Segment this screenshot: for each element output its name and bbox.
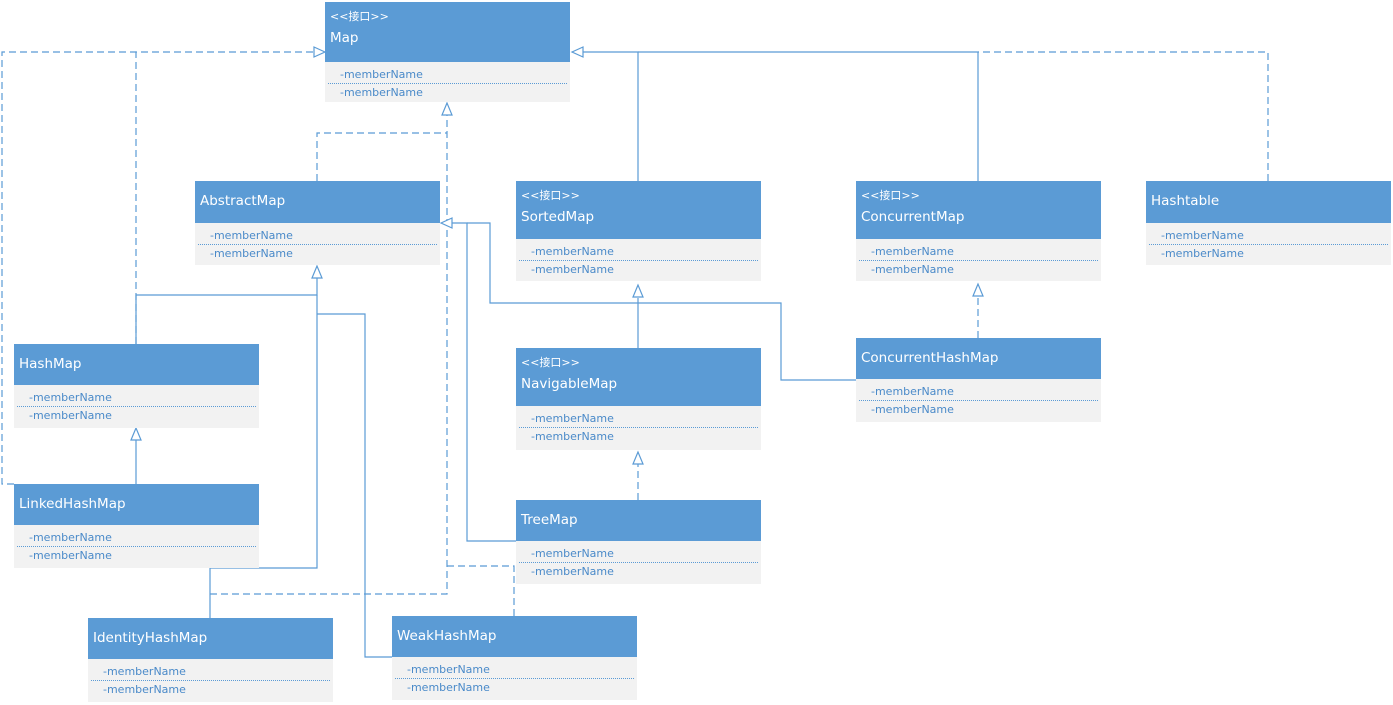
- class-sortedmap[interactable]: <<接口>> SortedMap -memberName -memberName: [516, 181, 761, 281]
- class-name: Hashtable: [1151, 193, 1220, 209]
- class-navigablemap[interactable]: <<接口>> NavigableMap -memberName -memberN…: [516, 348, 761, 450]
- edge-identityhashmap-to-map: [210, 115, 448, 595]
- class-name: WeakHashMap: [397, 628, 497, 644]
- arrowhead-map-left: [313, 46, 327, 58]
- member-field: -memberName: [531, 263, 614, 276]
- class-header: WeakHashMap: [392, 616, 637, 657]
- edge-hashtable-to-map: [978, 51, 1269, 181]
- member-field: -memberName: [519, 243, 758, 261]
- class-header: IdentityHashMap: [88, 618, 333, 659]
- class-header: Hashtable: [1146, 181, 1391, 223]
- class-name: NavigableMap: [521, 376, 618, 392]
- member-field: -memberName: [871, 403, 954, 416]
- member-field: -memberName: [210, 247, 293, 260]
- class-members: -memberName -memberName: [516, 239, 761, 281]
- class-name: HashMap: [19, 356, 82, 372]
- arrowhead-sortedmap-bottom: [632, 283, 644, 298]
- edge-linkedhashmap-to-map: [1, 51, 136, 485]
- class-header: <<接口>> SortedMap: [516, 181, 761, 239]
- edge-weakhashmap-to-abstractmap: [317, 313, 392, 658]
- member-field: -memberName: [519, 410, 758, 428]
- class-members: -memberName -memberName: [88, 659, 333, 702]
- member-field: -memberName: [859, 243, 1098, 261]
- edge-concurrenthashmap-to-abstractmap: [467, 222, 856, 381]
- stereotype-label: <<接口>>: [521, 189, 580, 202]
- arrowhead-concurrentmap-bottom: [972, 282, 984, 297]
- class-name: AbstractMap: [200, 193, 286, 209]
- arrowhead-navigablemap-bottom: [632, 450, 644, 465]
- member-field: -memberName: [17, 529, 256, 547]
- class-header: <<接口>> NavigableMap: [516, 348, 761, 406]
- class-identityhashmap[interactable]: IdentityHashMap -memberName -memberName: [88, 618, 333, 702]
- edge-identityhashmap-to-abstractmap: [209, 295, 318, 618]
- edge-weakhashmap-to-map: [447, 565, 515, 616]
- edge-concurrentmap-to-map: [638, 51, 979, 181]
- class-name: Map: [330, 30, 359, 46]
- arrowhead-abstractmap-right: [439, 217, 453, 229]
- member-field: -memberName: [328, 66, 567, 84]
- member-field: -memberName: [531, 430, 614, 443]
- class-members: -memberName -memberName: [516, 541, 761, 584]
- member-field: -memberName: [17, 389, 256, 407]
- class-header: HashMap: [14, 344, 259, 385]
- arrowhead-hashmap-bottom: [130, 426, 142, 441]
- member-field: -memberName: [519, 545, 758, 563]
- member-field: -memberName: [29, 409, 112, 422]
- member-field: -memberName: [859, 383, 1098, 401]
- member-field: -memberName: [340, 86, 423, 99]
- edge-abstractmap-to-map: [316, 132, 447, 181]
- class-header: LinkedHashMap: [14, 484, 259, 525]
- edge-sortedmap-to-map: [572, 51, 639, 181]
- class-abstractmap[interactable]: AbstractMap -memberName -memberName: [195, 181, 440, 265]
- member-field: -memberName: [198, 227, 437, 245]
- class-header: <<接口>> Map: [325, 2, 570, 62]
- class-members: -memberName -memberName: [856, 239, 1101, 281]
- stereotype-label: <<接口>>: [861, 189, 920, 202]
- class-linkedhashmap[interactable]: LinkedHashMap -memberName -memberName: [14, 484, 259, 568]
- member-field: -memberName: [1149, 227, 1388, 245]
- class-header: <<接口>> ConcurrentMap: [856, 181, 1101, 239]
- class-header: AbstractMap: [195, 181, 440, 223]
- class-map[interactable]: <<接口>> Map -memberName -memberName: [325, 2, 570, 102]
- edge-treemap-to-abstractmap: [445, 222, 516, 542]
- class-weakhashmap[interactable]: WeakHashMap -memberName -memberName: [392, 616, 637, 700]
- member-field: -memberName: [29, 549, 112, 562]
- class-members: -memberName -memberName: [195, 223, 440, 265]
- class-name: ConcurrentHashMap: [861, 350, 999, 366]
- member-field: -memberName: [1161, 247, 1244, 260]
- edge-hashmap-to-abstractmap: [135, 270, 318, 344]
- arrowhead-abstractmap-bottom: [311, 264, 323, 279]
- class-name: IdentityHashMap: [93, 630, 208, 646]
- class-name: ConcurrentMap: [861, 209, 965, 225]
- class-name: SortedMap: [521, 209, 595, 225]
- class-concurrentmap[interactable]: <<接口>> ConcurrentMap -memberName -member…: [856, 181, 1101, 281]
- member-field: -memberName: [871, 263, 954, 276]
- member-field: -memberName: [103, 683, 186, 696]
- class-hashmap[interactable]: HashMap -memberName -memberName: [14, 344, 259, 428]
- class-header: TreeMap: [516, 500, 761, 541]
- class-members: -memberName -memberName: [516, 406, 761, 450]
- class-concurrenthashmap[interactable]: ConcurrentHashMap -memberName -memberNam…: [856, 338, 1101, 422]
- member-field: -memberName: [531, 565, 614, 578]
- member-field: -memberName: [91, 663, 330, 681]
- stereotype-label: <<接口>>: [330, 10, 389, 23]
- class-members: -memberName -memberName: [14, 385, 259, 428]
- class-members: -memberName -memberName: [14, 525, 259, 568]
- member-field: -memberName: [407, 681, 490, 694]
- class-members: -memberName -memberName: [325, 62, 570, 102]
- stereotype-label: <<接口>>: [521, 356, 580, 369]
- class-treemap[interactable]: TreeMap -memberName -memberName: [516, 500, 761, 584]
- class-name: LinkedHashMap: [19, 496, 126, 512]
- class-members: -memberName -memberName: [392, 657, 637, 700]
- class-members: -memberName -memberName: [1146, 223, 1391, 265]
- class-name: TreeMap: [521, 512, 578, 528]
- member-field: -memberName: [395, 661, 634, 679]
- class-header: ConcurrentHashMap: [856, 338, 1101, 379]
- class-hashtable[interactable]: Hashtable -memberName -memberName: [1146, 181, 1391, 265]
- arrowhead-map-right: [570, 46, 584, 58]
- arrowhead-map-bottom: [441, 101, 453, 116]
- class-members: -memberName -memberName: [856, 379, 1101, 422]
